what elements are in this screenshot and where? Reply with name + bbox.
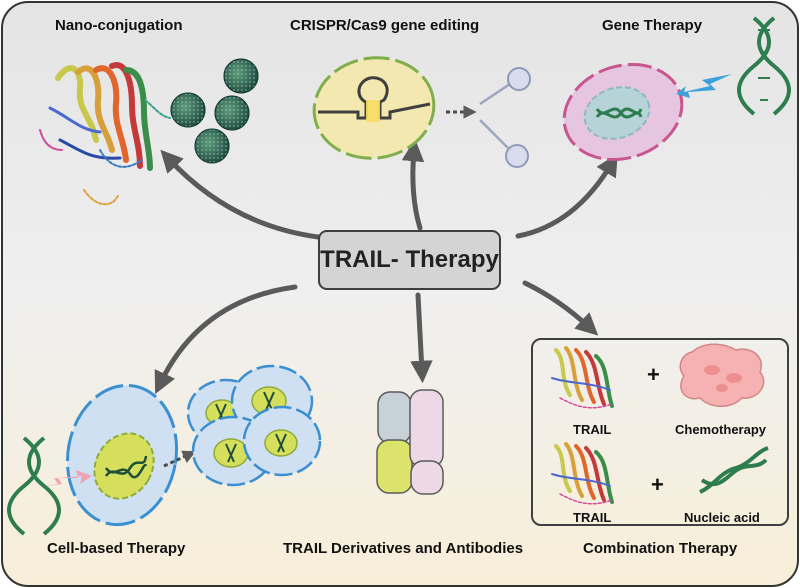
combination-panel — [531, 338, 789, 526]
stem-cell-icon — [186, 364, 322, 487]
arrow-to-cell — [154, 284, 298, 395]
arrow-to-nano — [160, 149, 321, 240]
protein-ribbon-icon — [551, 346, 614, 409]
crispr-label: CRISPR/Cas9 gene editing — [290, 17, 480, 34]
crispr-cell-icon — [312, 56, 531, 168]
protein-ribbon-icon — [551, 442, 614, 505]
derivatives-label: TRAIL Derivatives and Antibodies — [283, 540, 524, 557]
combination-label: Combination Therapy — [583, 540, 738, 557]
lightning-icon — [676, 74, 732, 98]
dna-icon — [7, 436, 61, 536]
arrow-to-gene — [515, 153, 618, 239]
center-node: TRAIL- Therapy — [318, 230, 501, 290]
nucleic-acid-label: Nucleic acid — [684, 510, 760, 525]
dna-icon — [737, 16, 791, 116]
combo-trail-label: TRAIL — [573, 422, 612, 437]
combo-plus-sign: + — [647, 362, 660, 387]
gene-therapy-label: Gene Therapy — [602, 17, 703, 34]
combo-trail-label: TRAIL — [573, 510, 612, 525]
combo-plus-sign: + — [651, 472, 664, 497]
cell-based-label: Cell-based Therapy — [47, 540, 186, 557]
chemotherapy-label: Chemotherapy — [675, 422, 767, 437]
protein-ribbon-icon — [39, 62, 171, 206]
stem-cell-icon — [65, 383, 179, 527]
arrow-to-derivatives — [410, 292, 433, 384]
arrow-to-combination — [522, 280, 599, 336]
arrow-to-crispr — [401, 138, 425, 231]
nano-conjugation-label: Nano-conjugation — [55, 17, 183, 34]
antibody-icon — [376, 389, 444, 495]
nanoparticle-icon — [170, 58, 259, 164]
dna-icon — [699, 446, 769, 494]
chemo-cell-icon — [679, 343, 765, 407]
